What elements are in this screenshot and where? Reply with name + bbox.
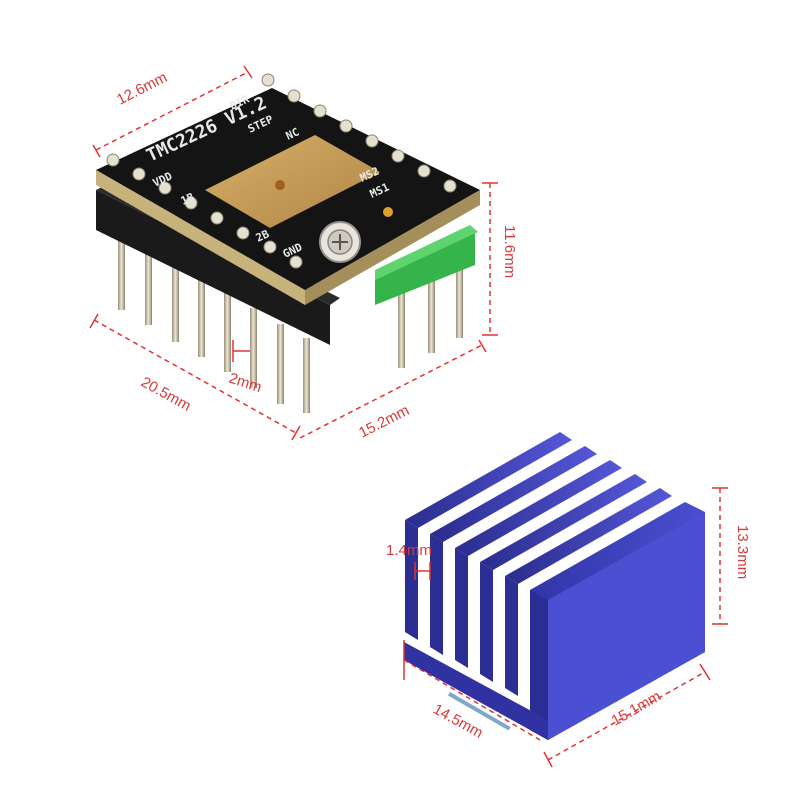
left-header-pins (118, 230, 310, 413)
silk-pin-2b: 2B (254, 227, 272, 245)
right-header-pins (398, 260, 463, 368)
heatsink-base (404, 642, 548, 740)
heatsink-fin-5 (505, 488, 672, 584)
heatsink-fin-4 (480, 474, 647, 570)
driver-pin-pitch-label: 2mm (227, 370, 264, 396)
thermal-via (275, 180, 285, 190)
thermal-pad (205, 135, 380, 228)
led (383, 207, 393, 217)
heatsink-fin-1 (405, 432, 572, 528)
heatsink-fin-thickness-label: 1.4mm (386, 542, 432, 559)
driver-top-width-label: 12.6mm (114, 69, 170, 109)
silk-pin-1b: 1B (179, 190, 197, 208)
heatsink (404, 432, 705, 740)
heatsink-depth-label: 14.5mm (430, 701, 486, 742)
top-pin-tips (106, 73, 457, 269)
heatsink-height-label: 13.3mm (734, 525, 751, 579)
heatsink-fin-3 (455, 460, 622, 556)
stepper-driver-board: TMC2226 V1.2 VDD 1B 2B GND DIR STEP NC M… (96, 73, 480, 413)
heatsink-fin-2 (430, 446, 597, 542)
potentiometer (319, 221, 361, 263)
silk-pin-nc: NC (284, 125, 302, 142)
driver-length-label: 20.5mm (138, 374, 194, 415)
driver-width-label: 15.2mm (356, 402, 412, 442)
green-connector (375, 225, 478, 305)
driver-height-label: 11.6mm (501, 225, 518, 278)
